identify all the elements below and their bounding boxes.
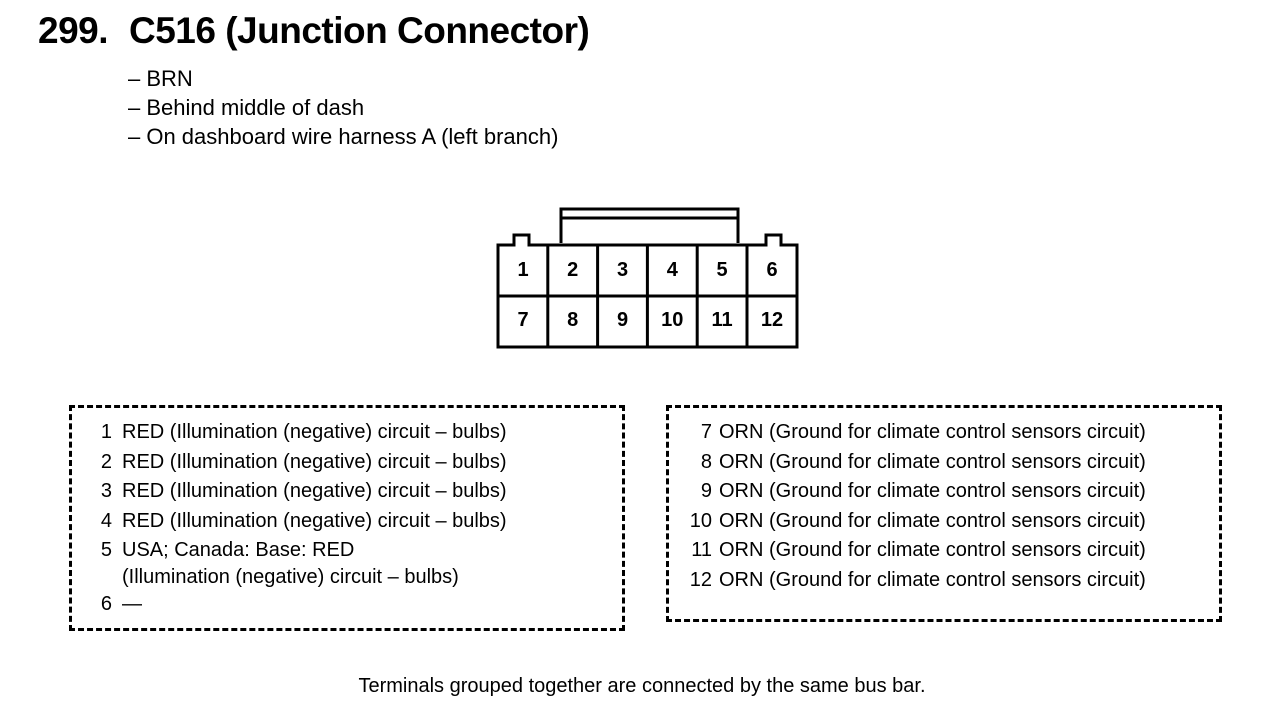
terminal-number: 5 bbox=[100, 539, 112, 561]
pin-4: 4 bbox=[667, 259, 679, 281]
connector-body bbox=[496, 233, 799, 349]
terminal-row: 8 ORN (Ground for climate control sensors… bbox=[669, 448, 1219, 478]
pin-6: 6 bbox=[766, 259, 777, 281]
description-harness: – On dashboard wire harness A (left bran… bbox=[128, 124, 559, 149]
terminal-row: 10 ORN (Ground for climate control sensor… bbox=[669, 507, 1219, 537]
terminal-row: 12 ORN (Ground for climate control sensor… bbox=[669, 566, 1219, 596]
terminal-description: USA; Canada: Base: RED bbox=[122, 539, 355, 561]
terminal-description: ORN (Ground for climate control sensors … bbox=[719, 539, 1146, 561]
terminal-number: 7 bbox=[700, 421, 712, 443]
terminal-description: ORN (Ground for climate control sensors … bbox=[719, 480, 1146, 502]
pin-8: 8 bbox=[567, 309, 578, 331]
description-location: – Behind middle of dash bbox=[128, 95, 365, 120]
terminal-number: 8 bbox=[700, 450, 712, 473]
pin-7: 7 bbox=[517, 309, 528, 331]
terminal-description: ORN (Ground for climate control sensors … bbox=[719, 509, 1146, 532]
pin-3: 3 bbox=[617, 259, 628, 281]
terminal-number: 3 bbox=[100, 480, 112, 502]
page-title: 299. C516 (Junction Connector) bbox=[38, 10, 590, 52]
terminal-row: 1 RED (Illumination (negative) circuit – … bbox=[72, 418, 622, 448]
terminal-row: 4 RED (Illumination (negative) circuit – … bbox=[72, 507, 622, 537]
terminal-number: 9 bbox=[700, 480, 712, 502]
terminal-row: 9 ORN (Ground for climate control sensors… bbox=[669, 477, 1219, 507]
terminal-number: 10 bbox=[689, 509, 712, 532]
pin-1: 1 bbox=[517, 259, 528, 281]
terminal-description: RED (Illumination (negative) circuit – b… bbox=[122, 421, 507, 443]
pin-10: 10 bbox=[661, 309, 683, 331]
terminal-number: 4 bbox=[100, 509, 112, 532]
terminal-row: 2 RED (Illumination (negative) circuit – … bbox=[72, 448, 622, 478]
terminal-description: ORN (Ground for climate control sensors … bbox=[719, 568, 1146, 591]
connector-latch bbox=[559, 207, 740, 243]
pin-12: 12 bbox=[761, 309, 783, 331]
terminal-row: 7 ORN (Ground for climate control sensors… bbox=[669, 418, 1219, 448]
connector-diagram: 1 2 3 4 5 6 7 8 9 10 11 12 bbox=[496, 207, 799, 349]
terminal-row: 6— bbox=[72, 590, 622, 620]
pin-9: 9 bbox=[617, 309, 628, 331]
terminal-number: 12 bbox=[689, 568, 712, 591]
terminal-row: 5 USA; Canada: Base: RED (Illumination (ne… bbox=[72, 536, 622, 590]
pin-2: 2 bbox=[567, 259, 578, 281]
section-number: 299. bbox=[38, 10, 109, 51]
terminal-description: — bbox=[122, 592, 142, 615]
terminal-number: 2 bbox=[100, 450, 112, 473]
terminal-description: RED (Illumination (negative) circuit – b… bbox=[122, 509, 507, 532]
terminal-description: RED (Illumination (negative) circuit – b… bbox=[122, 450, 507, 473]
connector-title: C516 (Junction Connector) bbox=[129, 10, 590, 51]
terminal-number: 1 bbox=[100, 421, 112, 443]
connector-description: – BRN – Behind middle of dash – On dashb… bbox=[128, 64, 558, 151]
terminal-row: 3 RED (Illumination (negative) circuit – … bbox=[72, 477, 622, 507]
terminal-description-continued: (Illumination (negative) circuit – bulbs… bbox=[122, 565, 459, 588]
terminal-row: 11 ORN (Ground for climate control sensor… bbox=[669, 536, 1219, 566]
footnote: Terminals grouped together are connected… bbox=[358, 675, 926, 697]
terminal-description: RED (Illumination (negative) circuit – b… bbox=[122, 480, 507, 502]
terminal-number: 11 bbox=[691, 539, 712, 561]
terminal-description: ORN (Ground for climate control sensors … bbox=[719, 450, 1146, 473]
pin-5: 5 bbox=[717, 259, 728, 281]
terminal-number: 6 bbox=[100, 592, 112, 615]
description-color: – BRN bbox=[128, 66, 193, 91]
terminal-description: ORN (Ground for climate control sensors … bbox=[719, 421, 1146, 443]
pin-11: 11 bbox=[712, 309, 733, 331]
